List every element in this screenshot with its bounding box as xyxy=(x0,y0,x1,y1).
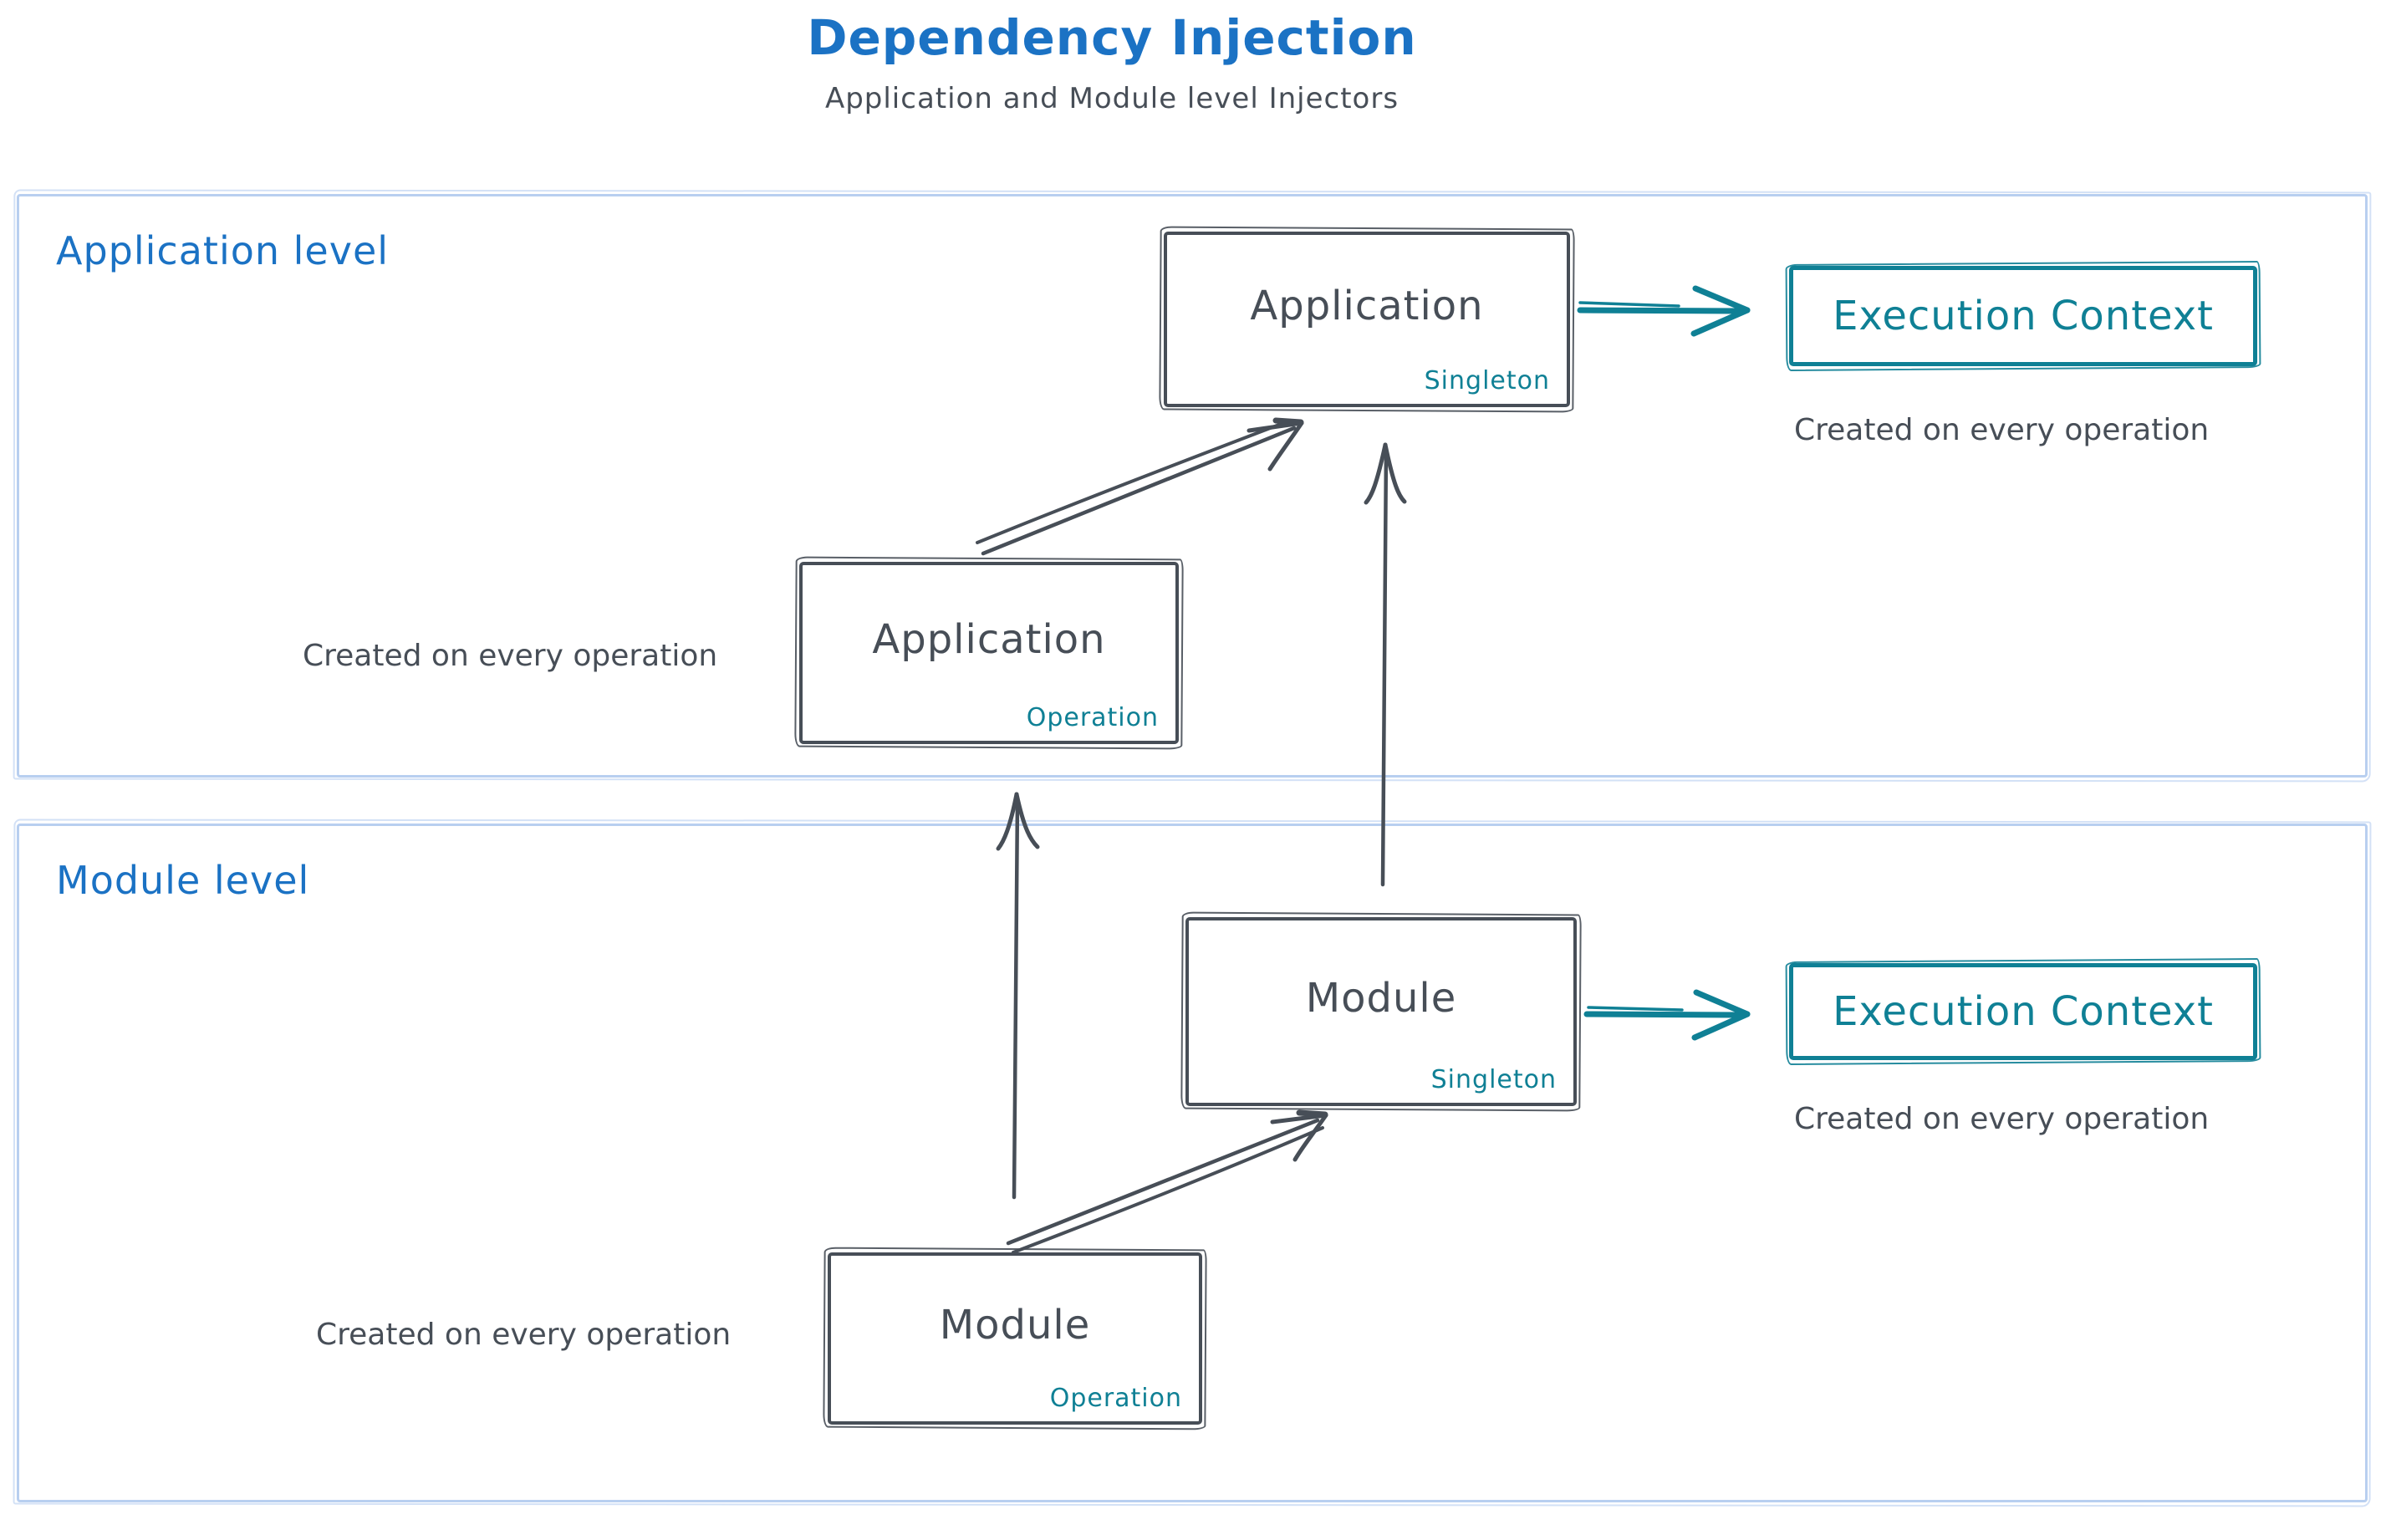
module-operation-caption: Created on every operation xyxy=(316,1318,732,1352)
module-level-section: Module level xyxy=(17,824,2368,1502)
app-operation-title: Application xyxy=(872,616,1106,663)
app-operation-caption: Created on every operation xyxy=(303,639,718,673)
app-operation-box: Application Operation xyxy=(799,562,1179,744)
module-operation-title: Module xyxy=(939,1302,1091,1349)
app-singleton-badge: Singleton xyxy=(1424,366,1550,395)
module-singleton-badge: Singleton xyxy=(1430,1065,1557,1094)
module-execution-context-box: Execution Context xyxy=(1789,963,2257,1060)
page-subtitle: Application and Module level Injectors xyxy=(824,81,1399,115)
app-execution-context-caption: Created on every operation xyxy=(1794,413,2210,447)
module-execution-context-caption: Created on every operation xyxy=(1794,1102,2210,1136)
module-execution-context-title: Execution Context xyxy=(1833,988,2214,1035)
app-singleton-box: Application Singleton xyxy=(1164,232,1570,407)
app-execution-context-title: Execution Context xyxy=(1833,293,2214,339)
application-level-section: Application level xyxy=(17,194,2368,778)
module-operation-badge: Operation xyxy=(1049,1384,1182,1413)
page-title: Dependency Injection xyxy=(807,9,1417,66)
app-execution-context-box: Execution Context xyxy=(1789,266,2257,366)
module-singleton-box: Module Singleton xyxy=(1185,917,1577,1106)
application-level-label: Application level xyxy=(56,228,390,273)
module-operation-box: Module Operation xyxy=(828,1252,1202,1425)
module-singleton-title: Module xyxy=(1305,975,1457,1022)
module-level-label: Module level xyxy=(56,858,310,903)
app-operation-badge: Operation xyxy=(1026,703,1159,732)
app-singleton-title: Application xyxy=(1250,283,1484,329)
diagram-header: Dependency Injection Application and Mod… xyxy=(694,9,1530,115)
